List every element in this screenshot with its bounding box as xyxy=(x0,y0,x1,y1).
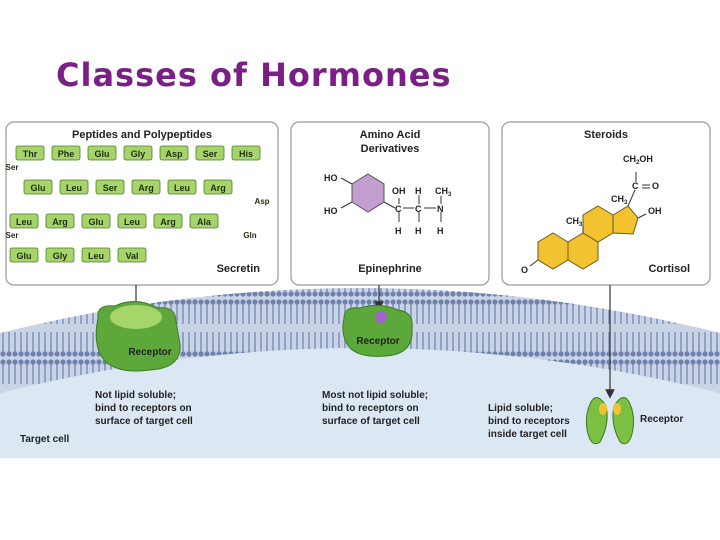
amino-acid-box xyxy=(117,247,147,263)
atom-ho-2: HO xyxy=(324,206,338,216)
amino-acid-box xyxy=(23,179,53,195)
atom-o-carbonyl: O xyxy=(652,181,659,191)
atom-n: N xyxy=(437,204,444,214)
receptor-label-3: Receptor xyxy=(640,414,683,425)
amino-acid-label: Glu xyxy=(95,149,110,159)
amino-example: Epinephrine xyxy=(358,263,422,275)
amino-acid-box xyxy=(231,145,261,161)
peptides-heading: Peptides and Polypeptides xyxy=(72,129,212,141)
amino-acid-label: Arg xyxy=(160,217,176,227)
atom-oh: OH xyxy=(392,186,406,196)
amino-acid-box xyxy=(189,213,219,229)
amino-acid-label: Leu xyxy=(124,217,140,227)
note-steroid-1: Lipid soluble; xyxy=(488,403,553,414)
amino-acid-label: Asp xyxy=(165,149,183,159)
atom-h-2: H xyxy=(415,226,422,236)
amino-acid-box xyxy=(15,145,45,161)
amino-heading-1: Amino Acid xyxy=(360,129,421,141)
amino-acid-label: Gly xyxy=(131,149,146,159)
note-peptide-2: bind to receptors on xyxy=(95,403,192,414)
amino-acid-box xyxy=(45,247,75,263)
amino-acid-box xyxy=(203,179,233,195)
amino-acid-box xyxy=(153,213,183,229)
amino-acid-box xyxy=(167,179,197,195)
atom-c-1: C xyxy=(395,204,402,214)
target-cell-label: Target cell xyxy=(20,434,69,445)
note-peptide-1: Not lipid soluble; xyxy=(95,390,176,401)
amino-acid-box xyxy=(9,247,39,263)
amino-acid-box xyxy=(159,145,189,161)
page-title: Classes of Hormones xyxy=(56,56,452,94)
amino-acid-box xyxy=(117,213,147,229)
amino-acid-label: Ser xyxy=(203,149,218,159)
amino-acid-label: Val xyxy=(125,251,138,261)
atom-ch3-lower: CH3 xyxy=(566,216,583,228)
atom-ch3: CH3 xyxy=(435,186,452,198)
amino-acid-box xyxy=(9,213,39,229)
amino-acid-box xyxy=(81,213,111,229)
note-peptide-3: surface of target cell xyxy=(95,416,193,427)
amino-acid-label: Leu xyxy=(66,183,82,193)
steroids-heading: Steroids xyxy=(584,129,628,141)
amino-acid-turn-label: Ser xyxy=(6,231,19,240)
amino-acid-label: Phe xyxy=(58,149,75,159)
amino-acid-label: Leu xyxy=(174,183,190,193)
amino-acid-label: Thr xyxy=(23,149,38,159)
atom-oh: OH xyxy=(648,206,662,216)
steroid-rings xyxy=(537,205,639,270)
amino-acid-turn-label: Gln xyxy=(243,231,256,240)
amino-acid-box xyxy=(95,179,125,195)
amino-acid-label: Glu xyxy=(89,217,104,227)
atom-ch3-upper: CH3 xyxy=(611,194,628,206)
peptides-example: Secretin xyxy=(217,263,261,275)
note-amino-1: Most not lipid soluble; xyxy=(322,390,428,401)
amino-acid-turn-label: Ser xyxy=(6,163,19,172)
amino-panel: Amino Acid Derivatives HO HO OH H CH3 C … xyxy=(290,121,490,286)
amino-acid-label: Glu xyxy=(31,183,46,193)
receptor-peptide: Receptor xyxy=(95,301,181,372)
amino-acid-label: His xyxy=(239,149,253,159)
atom-h-3: H xyxy=(437,226,444,236)
amino-acid-label: Arg xyxy=(138,183,154,193)
amino-acid-box xyxy=(87,145,117,161)
note-steroid-2: bind to receptors xyxy=(488,416,570,427)
atom-ch2oh: CH2OH xyxy=(623,154,653,166)
receptor-steroid: Receptor xyxy=(585,397,683,445)
amino-acid-box xyxy=(195,145,225,161)
atom-h-top: H xyxy=(415,186,422,196)
amino-acid-label: Ala xyxy=(197,217,212,227)
steroids-panel: Steroids CH2OH C O CH3 OH CH3 O Cortisol xyxy=(501,121,711,286)
note-steroid-3: inside target cell xyxy=(488,429,567,440)
receptor-label-1: Receptor xyxy=(128,347,171,358)
atom-c-carbonyl: C xyxy=(632,181,639,191)
amino-acid-box xyxy=(59,179,89,195)
note-amino-3: surface of target cell xyxy=(322,416,420,427)
receptor-amino: Receptor xyxy=(342,304,413,357)
steroids-example: Cortisol xyxy=(648,263,690,275)
amino-acid-label: Leu xyxy=(88,251,104,261)
atom-o-ketone: O xyxy=(521,265,528,275)
atom-h-1: H xyxy=(395,226,402,236)
amino-acid-box xyxy=(123,145,153,161)
amino-acid-label: Leu xyxy=(16,217,32,227)
atom-c-2: C xyxy=(415,204,422,214)
amino-acid-box xyxy=(131,179,161,195)
amino-acid-box xyxy=(81,247,111,263)
amino-acid-label: Gly xyxy=(53,251,68,261)
amino-acid-label: Ser xyxy=(103,183,118,193)
amino-acid-box xyxy=(51,145,81,161)
amino-acid-label: Glu xyxy=(17,251,32,261)
amino-heading-2: Derivatives xyxy=(361,143,420,155)
amino-acid-turn-label: Asp xyxy=(254,197,269,206)
note-amino-2: bind to receptors on xyxy=(322,403,419,414)
receptor-label-2: Receptor xyxy=(356,336,399,347)
amino-acid-label: Arg xyxy=(52,217,68,227)
amino-acid-box xyxy=(45,213,75,229)
atom-ho-1: HO xyxy=(324,173,338,183)
amino-acid-label: Arg xyxy=(210,183,226,193)
